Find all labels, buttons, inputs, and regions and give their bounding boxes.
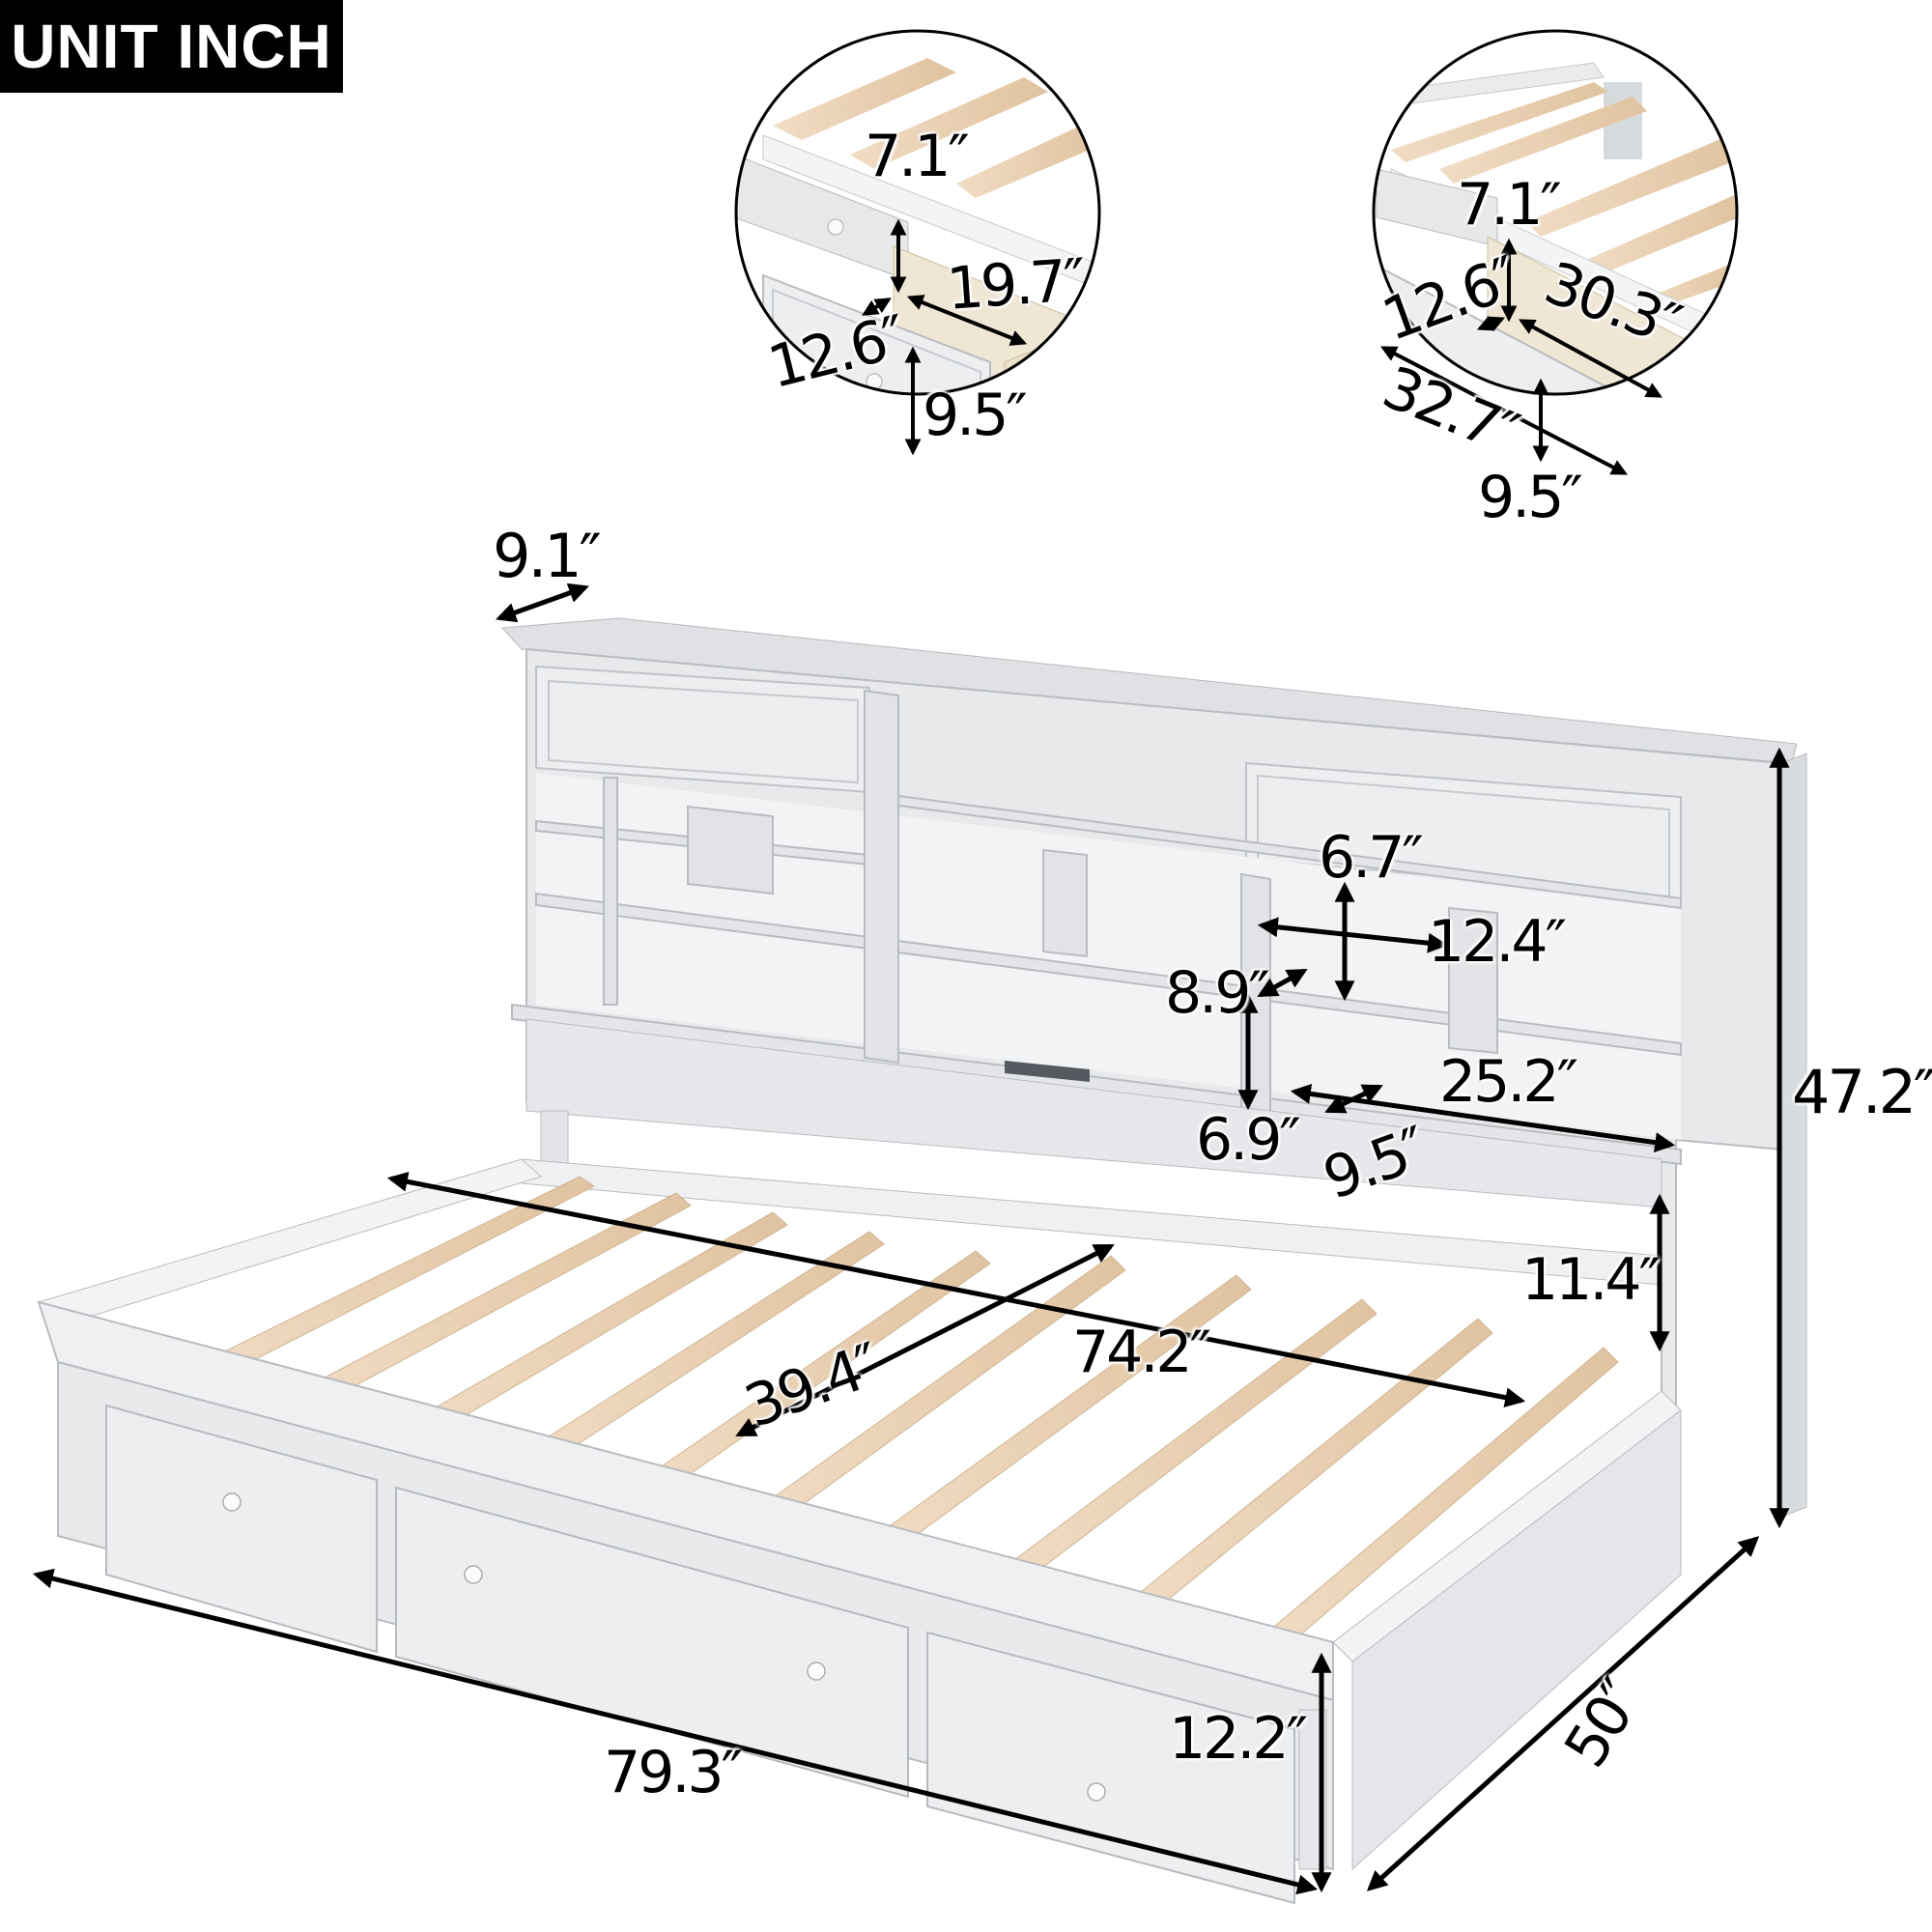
dim-headboard-depth: 9.1″ bbox=[493, 521, 602, 591]
dim-small-drawer-length: 19.7″ bbox=[944, 246, 1086, 324]
dim-cubby-height: 6.7″ bbox=[1319, 824, 1424, 892]
dim-shelf-height: 6.9″ bbox=[1196, 1106, 1301, 1174]
dim-overall-length: 79.3″ bbox=[604, 1739, 743, 1806]
dimension-arrows bbox=[32, 582, 1790, 1895]
dim-large-drawer-clearance: 7.1″ bbox=[1457, 171, 1562, 239]
dim-total-height: 47.2″ bbox=[1792, 1057, 1932, 1127]
dim-shelf-width: 25.2″ bbox=[1439, 1048, 1578, 1116]
dim-cubby-width: 12.4″ bbox=[1428, 908, 1567, 976]
unit-badge: UNIT INCH bbox=[0, 0, 343, 93]
dim-large-drawer-height: 9.5″ bbox=[1478, 464, 1583, 531]
usb-charging-port bbox=[1005, 1061, 1090, 1082]
detail-circle-large-drawer bbox=[1372, 29, 1739, 475]
dim-small-drawer-clearance: 7.1″ bbox=[865, 123, 970, 190]
dim-cubby-depth: 8.9″ bbox=[1165, 959, 1270, 1027]
dim-small-drawer-height: 9.5″ bbox=[923, 382, 1028, 449]
dim-headboard-panel-height: 11.4″ bbox=[1521, 1246, 1661, 1314]
dim-mattress-length: 74.2″ bbox=[1072, 1319, 1211, 1386]
dim-side-height: 12.2″ bbox=[1169, 1705, 1308, 1773]
